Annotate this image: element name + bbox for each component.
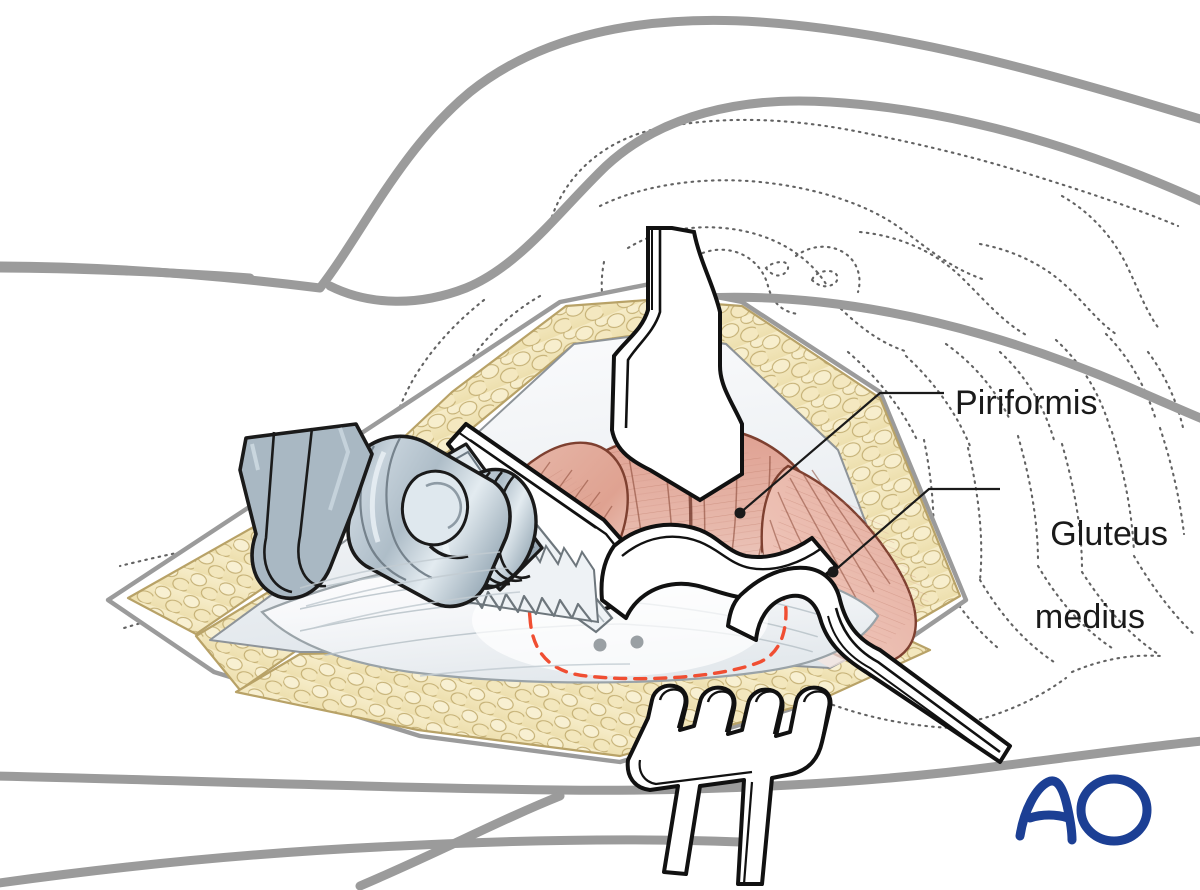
retractor-inferior-rake[interactable] [625, 683, 833, 886]
ao-foundation-logo [1015, 774, 1152, 846]
label-gluteus-line2: medius [1034, 598, 1146, 637]
retractor-right-hohmann[interactable] [726, 565, 1012, 764]
leader-lines [734, 391, 1000, 578]
nutrient-foramen-dot [593, 638, 607, 652]
label-piriformis: Piriformis [955, 384, 1098, 422]
leader-piriformis [734, 391, 944, 519]
retractor-superior-blade[interactable] [609, 226, 744, 503]
oscillating-saw[interactable] [238, 422, 614, 634]
tissue-shading-strokes [299, 551, 631, 677]
nutrient-foramen-dot [630, 635, 644, 649]
label-gluteus-line1: Gluteus [1050, 515, 1169, 554]
osteotomy-dashed-outline [527, 566, 788, 681]
label-gluteus-medius: Gluteus medius [1012, 473, 1168, 722]
leader-gluteus-medius [827, 487, 1000, 578]
